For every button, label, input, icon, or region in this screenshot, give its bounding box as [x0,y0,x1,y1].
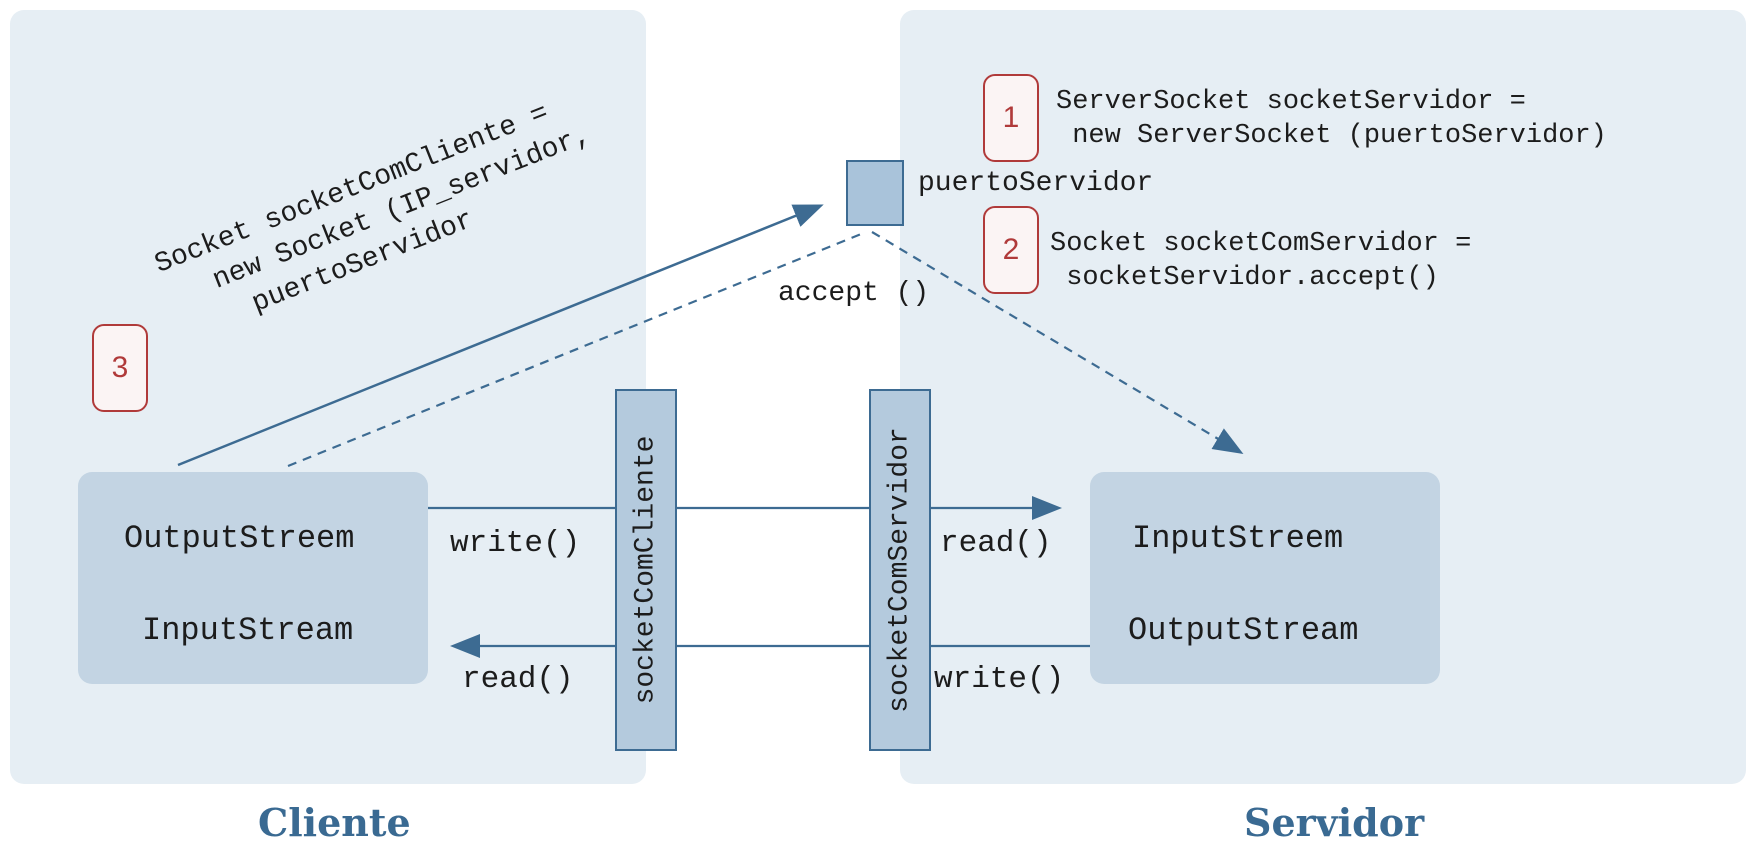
step-2-code-line-1: Socket socketComServidor = [1050,229,1472,259]
step-1-code-line-1: ServerSocket socketServidor = [1056,87,1526,117]
client-write-label: write() [450,526,581,561]
client-socket-bar: socketComCliente [615,389,677,751]
step-1-badge: 1 [983,74,1039,162]
connect-arrow [177,204,824,467]
server-read-label: read() [940,526,1052,561]
client-streams-box [78,472,428,684]
client-title: Cliente [258,800,411,845]
client-input-stream-label: InputStream [142,612,354,649]
server-socket-label: socketComServidor [884,427,916,713]
server-output-stream-label: OutputStream [1128,612,1359,649]
step-3-badge: 3 [92,324,148,412]
accept-label: accept () [778,278,930,309]
server-streams-box [1090,472,1440,684]
server-write-label: write() [934,662,1065,697]
accept-arrow-server [871,231,1244,455]
server-input-stream-label: InputStreem [1132,520,1344,557]
client-read-label: read() [462,662,574,697]
server-socket-bar: socketComServidor [869,389,931,751]
server-title: Servidor [1244,800,1425,845]
port-label: puertoServidor [918,168,1154,199]
server-port-square [846,160,904,226]
client-socket-label: socketComCliente [630,435,662,705]
step-1-code-line-2: new ServerSocket (puertoServidor) [1056,121,1607,151]
step-2-code-line-2: socketServidor.accept() [1050,263,1439,293]
accept-link-client [287,230,867,468]
client-output-stream-label: OutputStreem [124,520,355,557]
step-2-badge: 2 [983,206,1039,294]
